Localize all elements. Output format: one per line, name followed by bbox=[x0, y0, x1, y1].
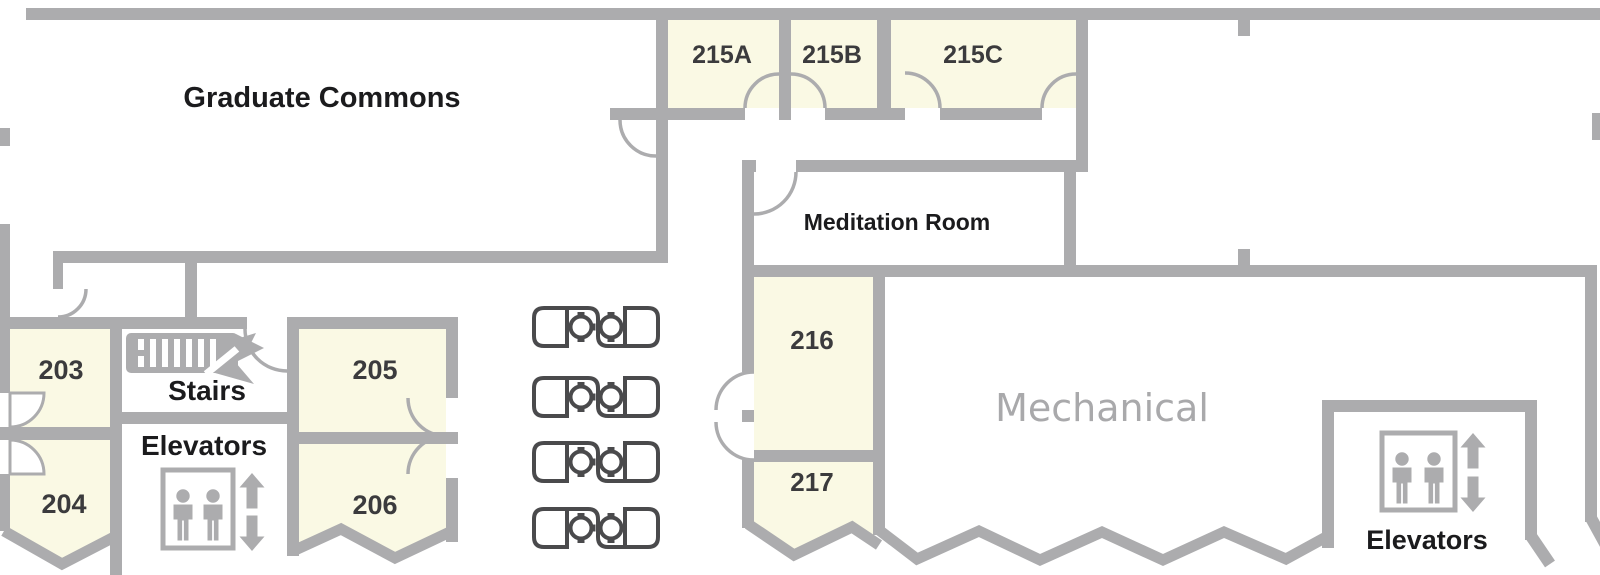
stairs-label: Stairs bbox=[168, 375, 246, 406]
workstation-icon bbox=[532, 376, 660, 418]
room-203-label: 203 bbox=[38, 355, 83, 385]
door-arc-203 bbox=[8, 391, 46, 429]
stairs-icon bbox=[126, 333, 264, 384]
break-line-mechanical bbox=[875, 524, 1331, 567]
walls bbox=[0, 8, 1600, 575]
workstation-icon bbox=[532, 507, 660, 549]
elevator-down-arrow-right bbox=[1460, 476, 1486, 512]
door-arc-206 bbox=[406, 434, 447, 475]
room-215b-label: 215B bbox=[802, 41, 862, 69]
room-205-fill bbox=[299, 329, 446, 432]
door-arc-meditation bbox=[753, 171, 798, 216]
break-line-217 bbox=[744, 519, 883, 562]
room-206-label: 206 bbox=[352, 490, 397, 520]
door-arc-corridor-east bbox=[618, 119, 657, 158]
room-204-label: 204 bbox=[41, 489, 86, 519]
door-arc-215c-left bbox=[904, 71, 942, 109]
break-line-206 bbox=[290, 522, 455, 565]
mechanical-label: Mechanical bbox=[995, 386, 1209, 430]
workstation-icon bbox=[532, 441, 660, 483]
elevators-left-label: Elevators bbox=[141, 430, 267, 461]
labels: Graduate Commons 215A 215B 215C Meditati… bbox=[38, 41, 1487, 555]
elevator-up-arrow-left bbox=[239, 473, 265, 509]
door-arc-204 bbox=[8, 438, 46, 476]
room-216-fill bbox=[754, 277, 873, 450]
room-217-label: 217 bbox=[790, 467, 833, 497]
elevator-down-arrow-left bbox=[239, 515, 265, 551]
elevator-icon-left bbox=[160, 467, 265, 551]
room-215b-fill bbox=[791, 20, 877, 108]
room-215c-label: 215C bbox=[943, 41, 1003, 69]
elevators-right-label: Elevators bbox=[1366, 525, 1488, 555]
elevator-up-arrow-right bbox=[1460, 433, 1486, 469]
door-arc-215b bbox=[790, 72, 827, 109]
room-215a-label: 215A bbox=[692, 41, 752, 69]
door-arc-217 bbox=[714, 421, 755, 462]
room-216-label: 216 bbox=[790, 325, 833, 355]
room-205-label: 205 bbox=[352, 355, 397, 385]
workstation-icon bbox=[532, 306, 660, 348]
door-arcs bbox=[8, 71, 1077, 476]
room-217-fill bbox=[754, 462, 873, 553]
door-arc-216 bbox=[714, 370, 755, 411]
break-lines bbox=[1, 519, 1331, 571]
door-arc-215a bbox=[743, 72, 780, 109]
door-arc-215c-right bbox=[1040, 72, 1077, 109]
break-line-204 bbox=[1, 526, 119, 571]
workstation-icons bbox=[532, 306, 660, 549]
graduate-commons-label: Graduate Commons bbox=[183, 82, 460, 114]
room-215a-fill bbox=[668, 20, 779, 108]
meditation-room-label: Meditation Room bbox=[804, 209, 991, 235]
elevator-icon-right bbox=[1379, 430, 1486, 513]
door-arc-commons-west bbox=[57, 288, 88, 319]
